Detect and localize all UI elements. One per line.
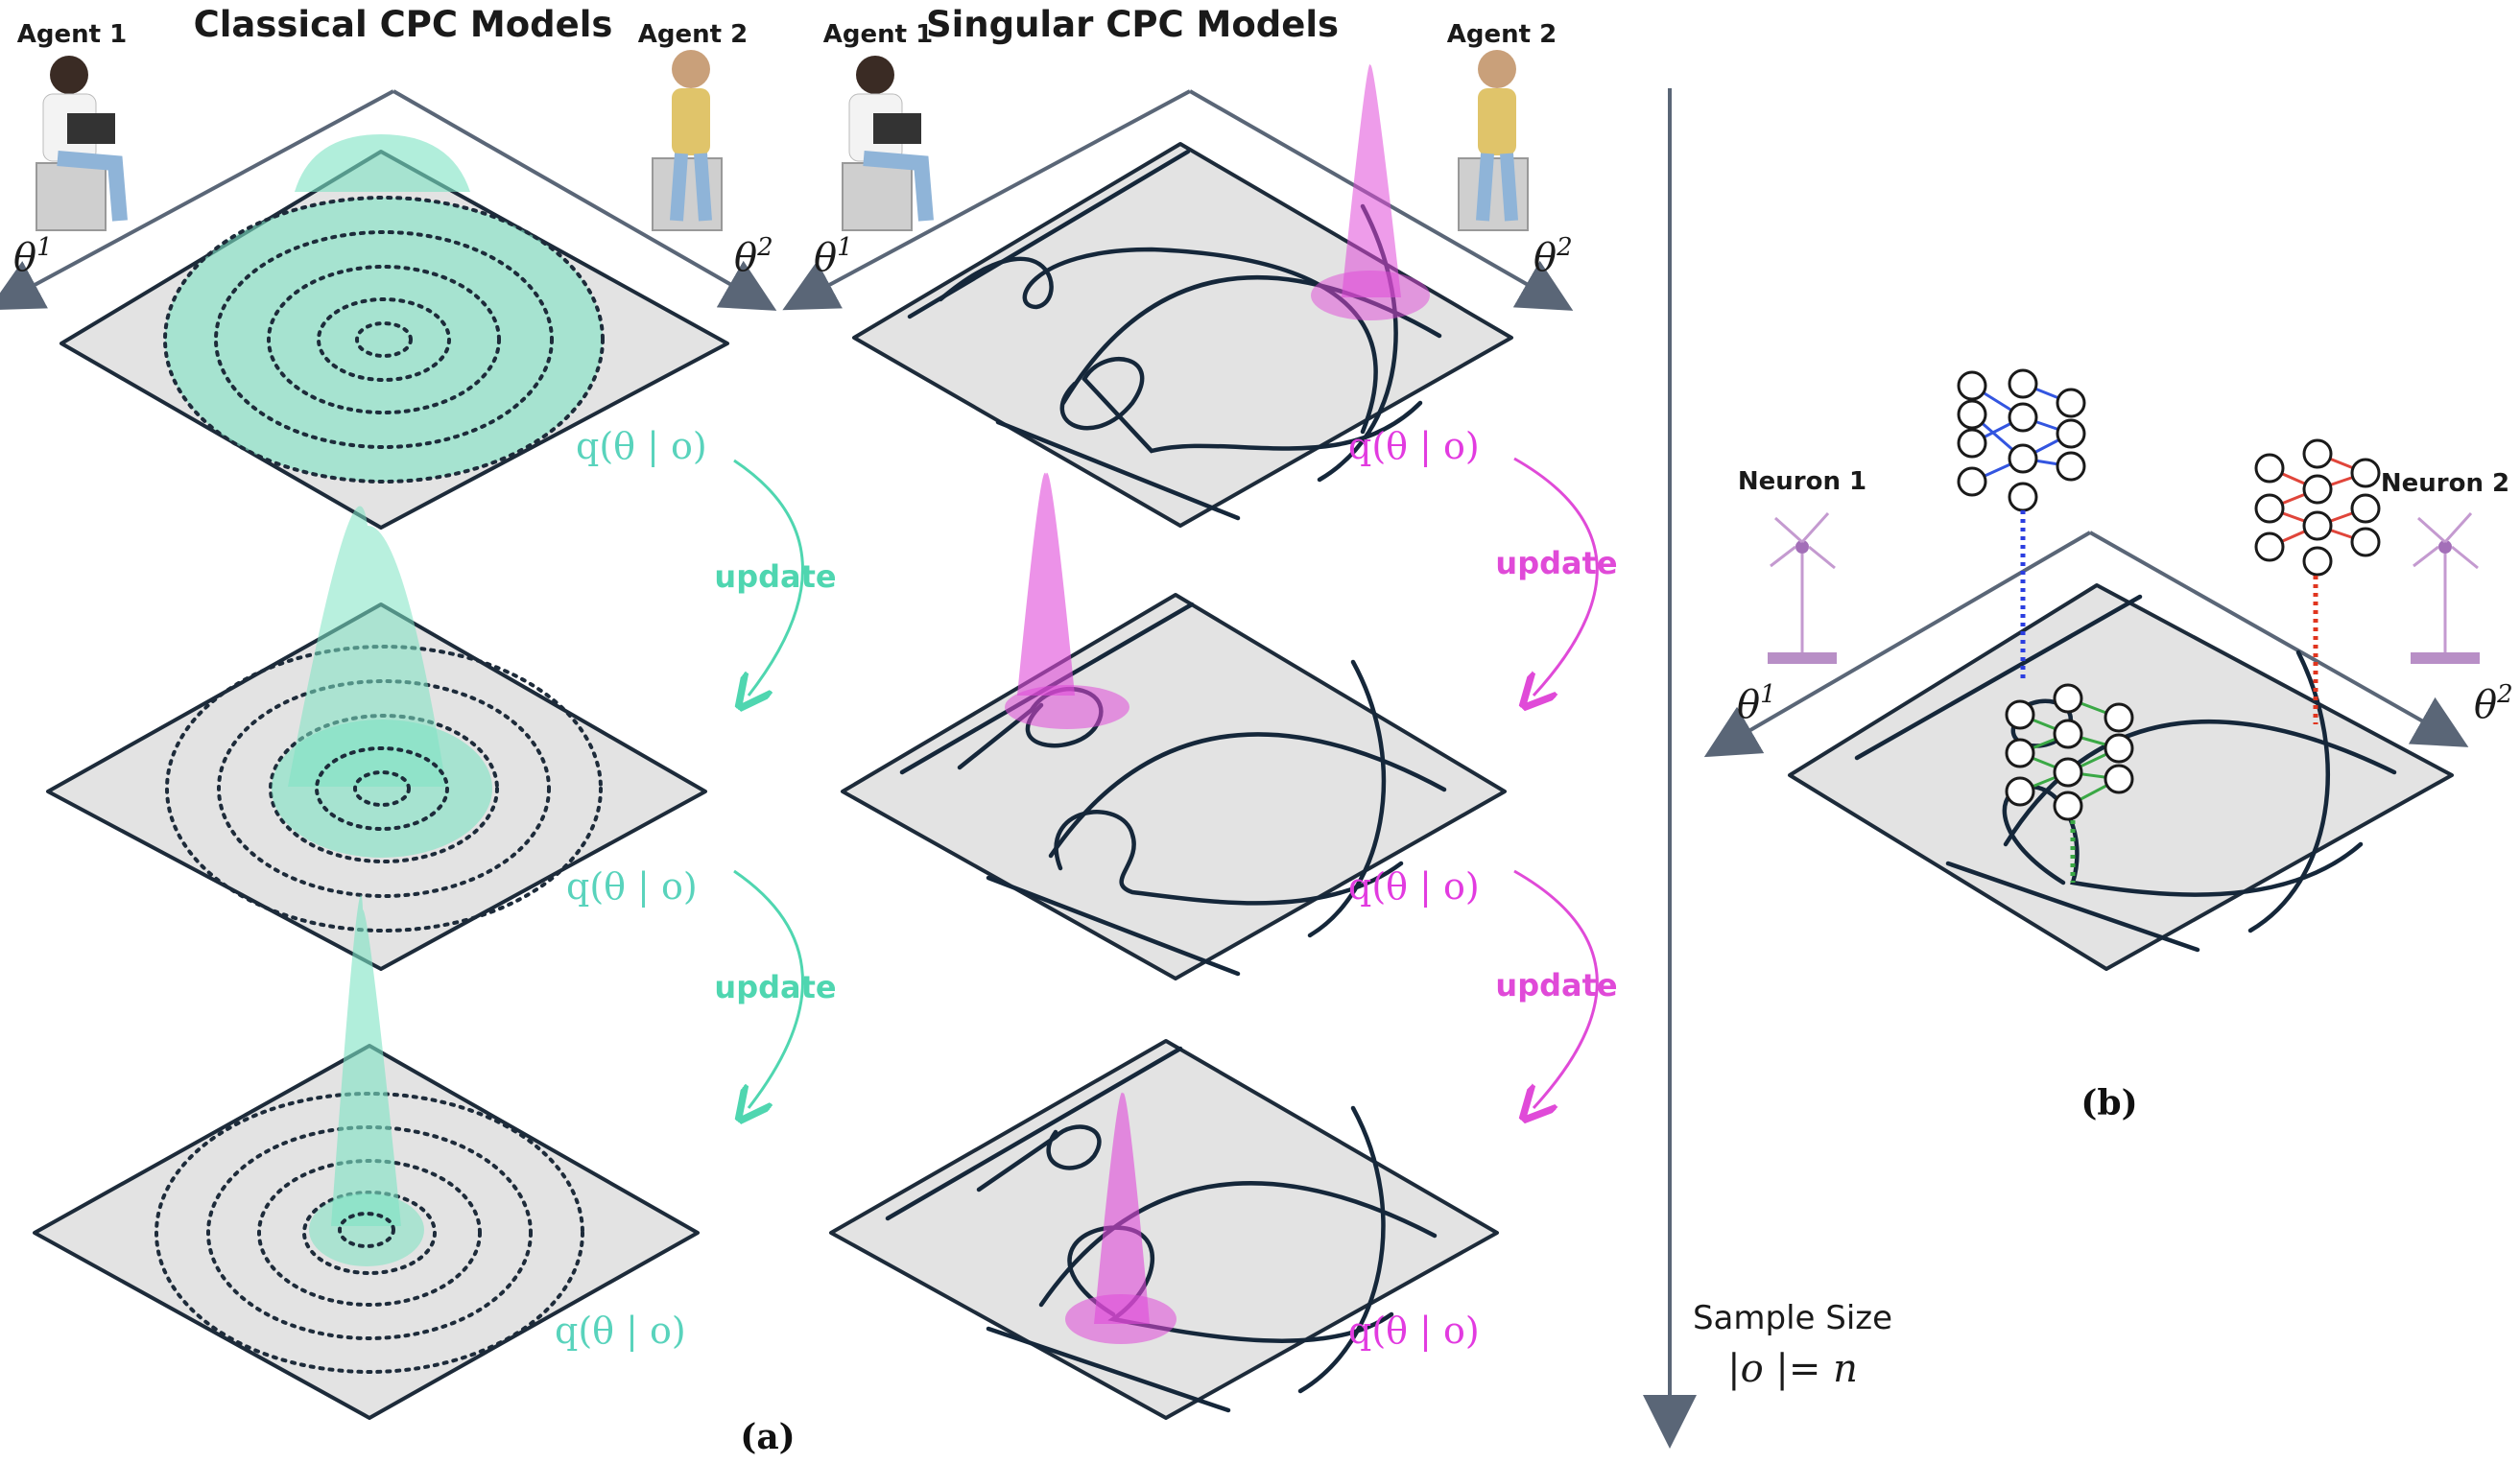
update-label-singular-1: update: [1495, 545, 1617, 581]
q-label-singular-1: q(θ | o): [1348, 425, 1480, 467]
sample-size-label: Sample Size: [1693, 1299, 1892, 1337]
update-arrow-singular-1: [1513, 457, 1599, 696]
network-blue: [1957, 368, 2086, 512]
singular-plane-3: [829, 1039, 1499, 1420]
neuron2-label: Neuron 2: [2381, 469, 2509, 498]
q-label-singular-2: q(θ | o): [1348, 865, 1480, 908]
update-label-classical-2: update: [714, 969, 836, 1005]
agent1-figure-left: [36, 56, 128, 231]
axes-left: [0, 89, 777, 311]
panel-b-axes: [1703, 531, 2469, 758]
middle-title: Singular CPC Models: [926, 4, 1339, 45]
singular-plane-2: [841, 472, 1507, 980]
update-arrow-classical-1: [734, 459, 804, 696]
q-label-classical-1: q(θ | o): [576, 425, 707, 467]
panel-b-caption: (b): [2080, 1083, 2137, 1123]
neuron1-label: Neuron 1: [1738, 467, 1866, 496]
agent2-figure-middle: [1458, 50, 1529, 231]
q-label-classical-2: q(θ | o): [566, 865, 698, 908]
agent1-label-middle: Agent 1: [823, 20, 933, 49]
agent2-label-left: Agent 2: [638, 20, 748, 49]
agent1-figure-middle: [842, 56, 934, 231]
update-label-classical-1: update: [714, 558, 836, 595]
singular-plane-1: [852, 63, 1513, 528]
q-label-classical-3: q(θ | o): [555, 1310, 686, 1352]
network-red: [2254, 438, 2381, 577]
sample-size-formula: |o |= n: [1727, 1347, 1858, 1391]
panel-a-caption: (a): [740, 1417, 795, 1457]
agent2-label-middle: Agent 2: [1447, 20, 1557, 49]
update-arrow-classical-2: [734, 869, 804, 1108]
agent2-figure-left: [652, 50, 723, 231]
classical-plane-3: [33, 894, 700, 1420]
network-green: [2005, 683, 2134, 821]
left-title: Classical CPC Models: [194, 4, 613, 45]
theta1-middle: θ1: [814, 233, 853, 280]
theta2-left: θ2: [734, 233, 773, 280]
classical-plane-2: [46, 506, 707, 971]
theta1-left: θ1: [13, 233, 53, 280]
neuron1-icon: [1768, 511, 1837, 664]
theta1-b: θ1: [1737, 680, 1776, 727]
update-arrow-singular-2: [1513, 869, 1599, 1108]
neuron2-icon: [2411, 511, 2480, 664]
theta2-b: θ2: [2474, 680, 2513, 727]
theta2-middle: θ2: [1533, 233, 1573, 280]
update-label-singular-2: update: [1495, 967, 1617, 1004]
classical-plane-1: [59, 134, 729, 530]
q-label-singular-3: q(θ | o): [1348, 1310, 1480, 1352]
agent1-label-left: Agent 1: [17, 20, 127, 49]
